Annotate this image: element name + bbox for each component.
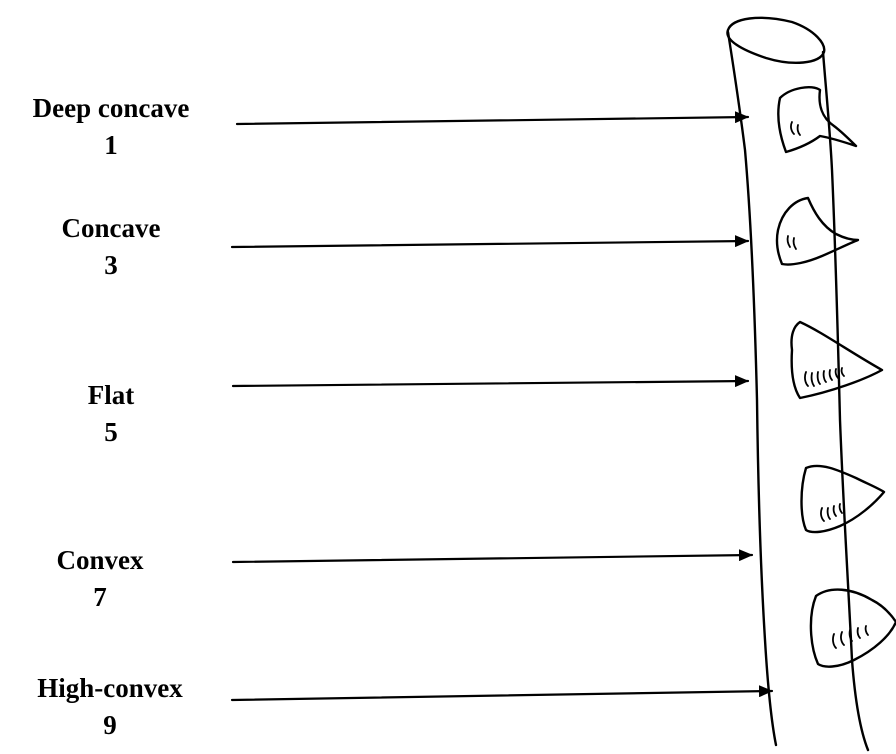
prickle-convex-marks xyxy=(820,503,843,522)
label-convex: Convex 7 xyxy=(0,547,205,611)
arrow-convex xyxy=(231,549,754,564)
label-deep-concave: Deep concave 1 xyxy=(6,95,216,159)
prickle-deep-concave-marks xyxy=(790,121,801,136)
prickle-high-convex-marks xyxy=(832,625,869,649)
prickle-convex xyxy=(800,464,886,534)
prickle-flat xyxy=(790,320,884,400)
prickle-high-convex xyxy=(809,588,896,668)
label-score: 7 xyxy=(93,582,107,612)
label-name: Convex xyxy=(56,545,144,575)
prickle-concave-marks xyxy=(786,235,797,250)
stem-right-outline xyxy=(821,50,870,752)
label-score: 9 xyxy=(103,710,117,740)
prickle-concave xyxy=(775,196,860,266)
stem-left-outline xyxy=(726,30,778,747)
label-concave: Concave 3 xyxy=(6,215,216,279)
arrow-deep-concave xyxy=(235,111,750,126)
arrow-high-convex xyxy=(230,685,774,702)
label-score: 5 xyxy=(104,417,118,447)
label-flat: Flat 5 xyxy=(6,382,216,446)
label-name: Deep concave xyxy=(32,93,190,123)
arrow-flat xyxy=(231,375,750,388)
prickle-deep-concave xyxy=(777,86,858,154)
prickle-flat-marks xyxy=(804,367,845,387)
arrow-concave xyxy=(230,235,750,249)
stem-top-opening xyxy=(726,16,826,64)
label-name: High-convex xyxy=(37,673,183,703)
label-score: 3 xyxy=(104,250,118,280)
label-score: 1 xyxy=(104,130,118,160)
label-high-convex: High-convex 9 xyxy=(5,675,215,739)
label-name: Concave xyxy=(61,213,161,243)
label-name: Flat xyxy=(87,380,135,410)
